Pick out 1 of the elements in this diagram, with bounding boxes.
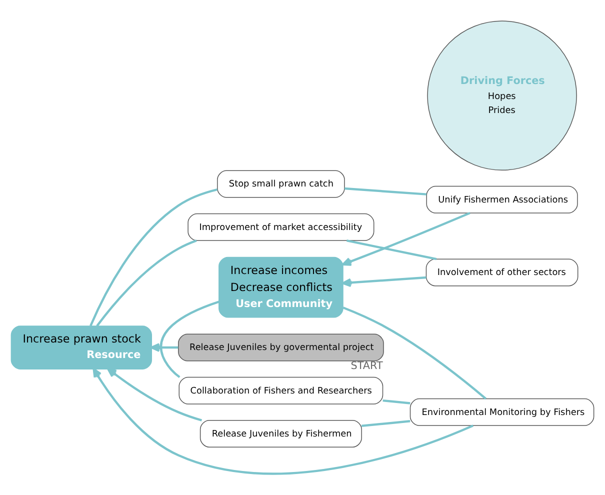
node-label: START xyxy=(350,360,383,372)
